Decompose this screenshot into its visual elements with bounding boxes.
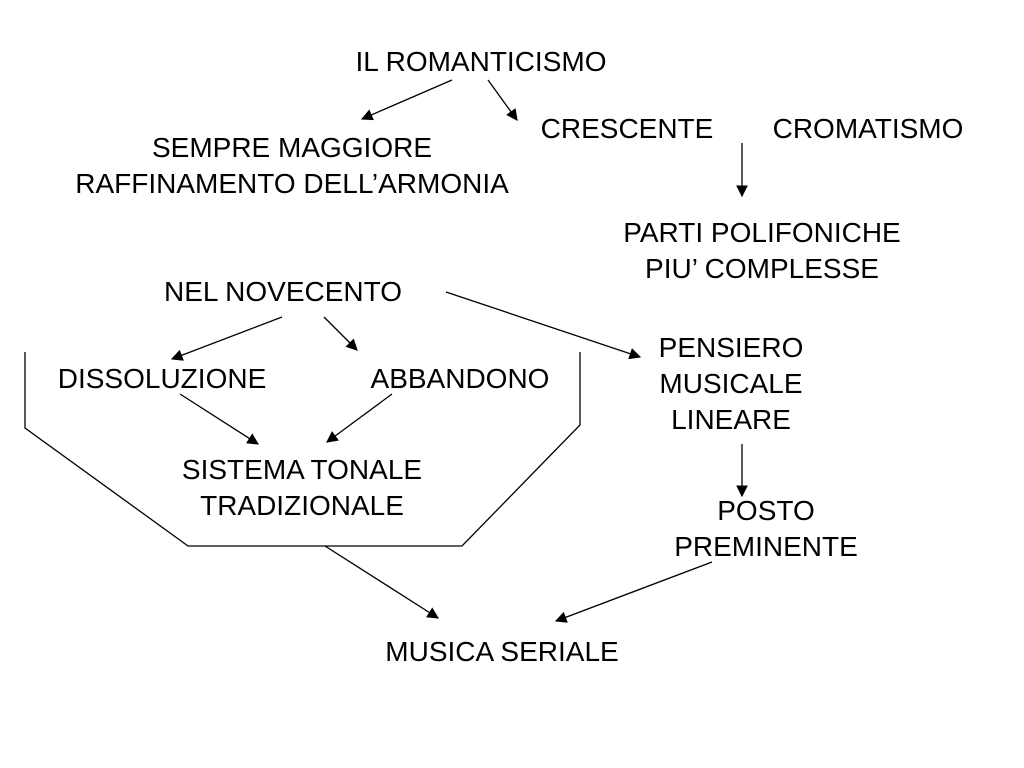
node-line: SEMPRE MAGGIORE (151, 132, 433, 163)
node-crescente: CRESCENTE (541, 111, 714, 147)
arrow-romanticismo-to-crescente (487, 79, 518, 121)
node-line: IL ROMANTICISMO (355, 46, 607, 77)
arrow-bracket-to-musica-seriale (324, 545, 439, 619)
node-parti-polifoniche: PARTI POLIFONICHE PIU’ COMPLESSE (623, 215, 900, 287)
node-line: ABBANDONO (370, 363, 550, 394)
node-cromatismo: CROMATISMO (773, 111, 964, 147)
node-il-romanticismo: IL ROMANTICISMO (356, 44, 607, 80)
node-line: MUSICALE (659, 368, 803, 399)
arrow-posto-preminente-to-musica-seriale (554, 561, 713, 623)
node-sempre-maggiore: SEMPRE MAGGIORE RAFFINAMENTO DELL’ARMONI… (75, 130, 509, 202)
node-line: LINEARE (671, 404, 791, 435)
arrow-novecento-to-abbandono (323, 316, 358, 351)
node-line: PREMINENTE (674, 531, 858, 562)
node-nel-novecento: NEL NOVECENTO (164, 274, 402, 310)
node-sistema-tonale: SISTEMA TONALE TRADIZIONALE (182, 452, 422, 524)
node-line: POSTO (717, 495, 815, 526)
arrow-romanticismo-to-sempre-maggiore (360, 79, 453, 121)
node-abbandono: ABBANDONO (371, 361, 550, 397)
node-posto-preminente: POSTO PREMINENTE (674, 493, 858, 565)
node-line: PIU’ COMPLESSE (645, 253, 879, 284)
arrow-novecento-to-dissoluzione (170, 316, 283, 361)
node-line: TRADIZIONALE (200, 490, 404, 521)
arrow-dissoluzione-to-sistema-tonale (179, 393, 259, 445)
node-line: PENSIERO (658, 332, 804, 363)
node-pensiero-musicale-lineare: PENSIERO MUSICALE LINEARE (659, 330, 804, 438)
node-line: MUSICA SERIALE (385, 636, 619, 667)
node-line: PARTI POLIFONICHE (623, 217, 901, 248)
node-line: DISSOLUZIONE (57, 363, 267, 394)
node-line: NEL NOVECENTO (163, 276, 403, 307)
node-dissoluzione: DISSOLUZIONE (58, 361, 266, 397)
arrow-novecento-to-pensiero-musicale (445, 291, 642, 360)
node-musica-seriale: MUSICA SERIALE (385, 634, 618, 670)
node-line: CRESCENTE (540, 113, 714, 144)
node-line: CROMATISMO (772, 113, 964, 144)
node-line: SISTEMA TONALE (181, 454, 423, 485)
node-line: RAFFINAMENTO DELL’ARMONIA (75, 168, 509, 199)
arrow-abbandono-to-sistema-tonale (326, 393, 393, 443)
